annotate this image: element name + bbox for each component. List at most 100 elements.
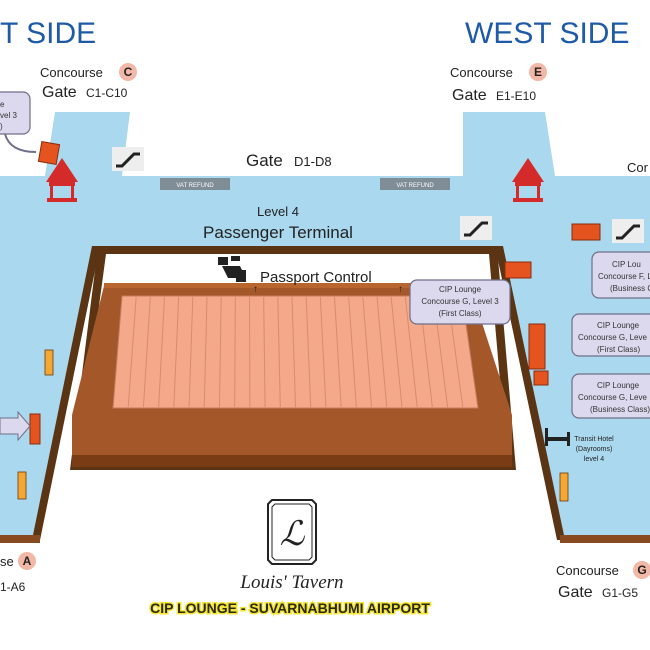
transit-hotel-label: level 4 bbox=[584, 456, 604, 463]
concourse-a-badge bbox=[18, 552, 36, 570]
slab-line bbox=[334, 296, 342, 408]
slab-line bbox=[142, 296, 151, 408]
transit-hotel-label: Transit Hotel bbox=[574, 436, 614, 443]
gate-label: Gate bbox=[246, 151, 283, 170]
platform-edge bbox=[72, 455, 512, 467]
callout-text: (First Class) bbox=[438, 309, 481, 318]
cip-lounge-callout-g-level3 bbox=[409, 279, 511, 325]
concourse-g-letter: G bbox=[637, 563, 646, 577]
west-side-heading: WEST SIDE bbox=[465, 17, 629, 50]
cip-lounge-callout-partial-left bbox=[0, 91, 31, 135]
callout-text: CIP Lounge bbox=[597, 381, 640, 390]
slab-line bbox=[234, 296, 236, 408]
louis-tavern-logo: ℒ Louis' Tavern bbox=[239, 499, 344, 593]
callout-arrow bbox=[4, 133, 37, 153]
vat-refund-label: VAT REFUND bbox=[176, 183, 214, 189]
corridor-concourse-e bbox=[463, 112, 555, 176]
lounge-concourse-g-level3 bbox=[504, 261, 532, 279]
gate-label: Gate bbox=[558, 584, 593, 601]
vat-refund-label: VAT REFUND bbox=[396, 183, 434, 189]
right-pier-edge bbox=[495, 246, 565, 540]
left-pier-edge bbox=[32, 246, 100, 540]
lounge-concourse-g-business bbox=[533, 370, 549, 386]
facility-marker bbox=[44, 349, 54, 376]
gate-range-e: E1-E10 bbox=[496, 89, 536, 103]
escalator-icon bbox=[112, 147, 144, 171]
slab-line bbox=[277, 296, 281, 408]
passport-control-label: Passport Control bbox=[260, 269, 372, 286]
callout-text: e bbox=[0, 100, 5, 109]
callout-text: (Business C bbox=[610, 284, 650, 293]
concourse-c-label: Concourse bbox=[40, 65, 103, 80]
terminal-name: Passenger Terminal bbox=[203, 223, 353, 242]
slab-line bbox=[127, 296, 137, 408]
slab-line bbox=[305, 296, 312, 408]
slab-line bbox=[203, 296, 208, 408]
brand-name: Louis' Tavern bbox=[239, 572, 343, 593]
cip-lounge-callout-g-business bbox=[571, 373, 650, 419]
level-label: Level 4 bbox=[257, 204, 299, 219]
concourse-e-letter: E bbox=[534, 65, 542, 79]
slab-line bbox=[390, 296, 403, 408]
corridor-concourse-c bbox=[45, 112, 130, 176]
slab-line bbox=[188, 296, 194, 408]
arrow-up-icon: ↑ bbox=[253, 284, 258, 295]
facility-marker bbox=[559, 472, 569, 502]
lounge-concourse-f bbox=[571, 223, 601, 241]
passport-officer-icon bbox=[218, 256, 246, 282]
thai-pavilion-icon bbox=[46, 158, 78, 202]
concourse-e-label: Concourse bbox=[450, 65, 513, 80]
gate-range-d: D1-D8 bbox=[294, 154, 332, 169]
callout-text: Concourse F, L bbox=[598, 272, 650, 281]
vat-refund-counter-left bbox=[160, 178, 230, 190]
concourse-a-label: se bbox=[0, 554, 14, 569]
transit-hotel-label: (Dayrooms) bbox=[576, 446, 613, 453]
cip-lounge-callout-f bbox=[591, 251, 650, 299]
slab-line bbox=[362, 296, 373, 408]
retail-slab bbox=[112, 295, 479, 409]
right-pier-base bbox=[560, 535, 650, 543]
east-side-heading: T SIDE bbox=[0, 17, 96, 50]
concourse-f-label: Cor bbox=[627, 160, 649, 175]
callout-arrow bbox=[0, 410, 31, 442]
slab-line bbox=[263, 296, 266, 408]
brand-subtitle: CIP LOUNGE - SUVARNABHUMI AIRPORT bbox=[150, 600, 430, 616]
callout-text: Concourse G, Leve bbox=[578, 333, 647, 342]
slab-line bbox=[376, 296, 388, 408]
gate-label: Gate bbox=[42, 84, 77, 101]
passport-band bbox=[104, 283, 494, 288]
callout-text: ) bbox=[0, 122, 3, 131]
concourse-c-letter: C bbox=[124, 65, 133, 79]
gate-range-c: C1-C10 bbox=[86, 86, 128, 100]
callout-text: CIP Lou bbox=[612, 260, 641, 269]
concourse-c-badge bbox=[119, 63, 137, 81]
corridor-left-pier bbox=[0, 246, 100, 540]
slab-line bbox=[173, 296, 180, 408]
cip-lounge-callout-g-first bbox=[571, 313, 650, 357]
left-pier-base bbox=[0, 535, 40, 543]
callout-text: vel 3 bbox=[0, 111, 17, 120]
arrow-up-icon: ↑ bbox=[398, 284, 403, 295]
slab-line bbox=[218, 296, 222, 408]
vat-refund-counter-right bbox=[380, 178, 450, 190]
callout-text: CIP Lounge bbox=[439, 285, 482, 294]
svg-text:ℒ: ℒ bbox=[280, 514, 306, 554]
gate-label: Gate bbox=[452, 87, 487, 104]
facility-marker bbox=[17, 471, 27, 500]
lounge-concourse-g-first bbox=[528, 323, 546, 370]
concourse-g-label: Concourse bbox=[556, 563, 619, 578]
gate-range-a: 1-A6 bbox=[0, 580, 26, 594]
escalator-icon bbox=[612, 219, 644, 243]
callout-text: Concourse G, Level 3 bbox=[421, 297, 499, 306]
slab-line bbox=[158, 296, 165, 408]
slab-line bbox=[319, 296, 327, 408]
callout-text: Concourse G, Leve bbox=[578, 393, 647, 402]
slab-line bbox=[291, 296, 296, 408]
lounge-concourse-c bbox=[37, 141, 61, 165]
concourse-g-badge bbox=[633, 561, 650, 579]
callout-text: (Business Class) bbox=[590, 405, 650, 414]
callout-text: CIP Lounge bbox=[597, 321, 640, 330]
bed-icon bbox=[545, 428, 570, 446]
